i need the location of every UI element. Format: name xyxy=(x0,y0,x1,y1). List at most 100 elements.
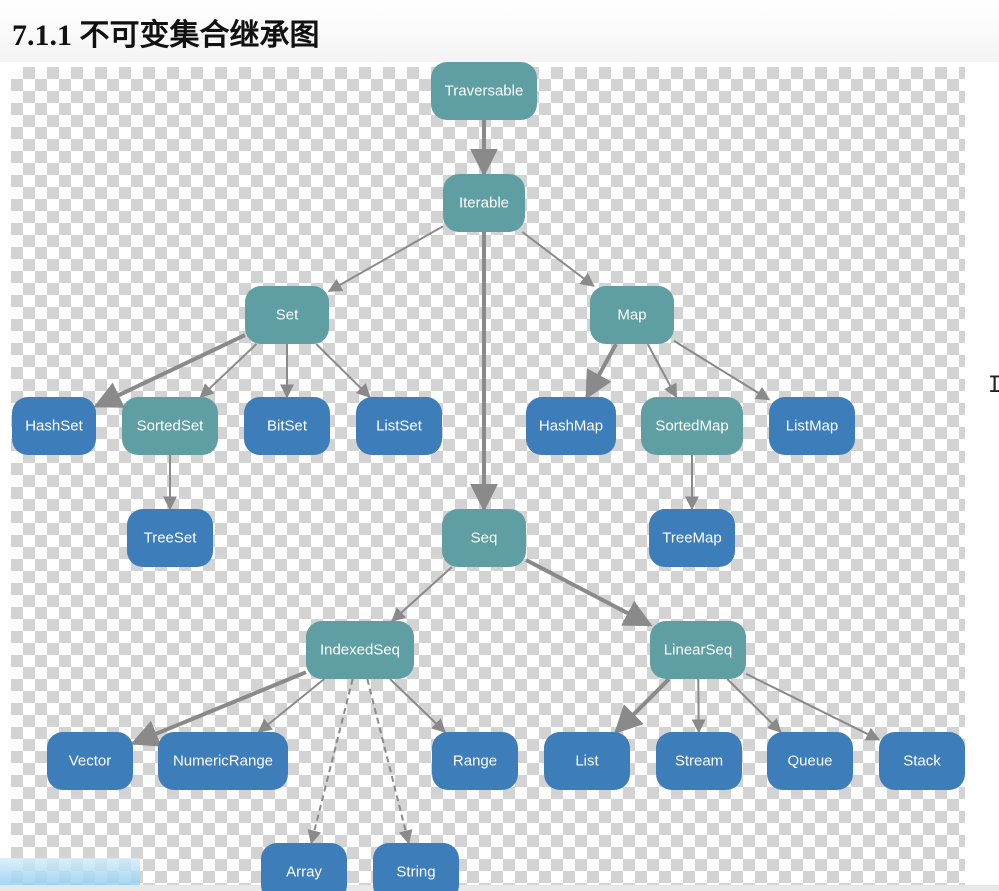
node-box-numericrange xyxy=(158,732,288,790)
node-label-list: List xyxy=(575,753,599,770)
node-box-treemap xyxy=(649,509,735,567)
node-range: Range xyxy=(432,732,518,790)
bottom-progress-bar xyxy=(0,858,140,888)
node-stack: Stack xyxy=(879,732,965,790)
edge-iterable-to-set xyxy=(327,225,444,292)
edge-indexedseq-to-string xyxy=(366,678,413,845)
node-box-treeset xyxy=(127,509,213,567)
right-margin xyxy=(965,62,999,891)
node-box-sortedset xyxy=(122,397,218,455)
node-stream: Stream xyxy=(656,732,742,790)
node-label-linearseq: LinearSeq xyxy=(664,642,732,659)
node-box-queue xyxy=(767,732,853,790)
node-label-traversable: Traversable xyxy=(445,83,524,100)
node-set: Set xyxy=(245,286,329,344)
node-sortedmap: SortedMap xyxy=(641,397,743,455)
edges-layer xyxy=(93,120,881,845)
node-label-queue: Queue xyxy=(787,753,832,770)
node-label-hashmap: HashMap xyxy=(539,418,603,435)
bottom-edge xyxy=(0,885,999,891)
node-label-listmap: ListMap xyxy=(786,418,839,435)
node-box-bitset xyxy=(244,397,330,455)
node-box-iterable xyxy=(443,174,525,232)
node-box-string xyxy=(373,843,459,891)
node-box-indexedseq xyxy=(306,621,414,679)
node-treeset: TreeSet xyxy=(127,509,213,567)
edge-map-to-listmap xyxy=(673,340,771,401)
node-box-hashset xyxy=(12,397,96,455)
node-vector: Vector xyxy=(47,732,133,790)
node-listset: ListSet xyxy=(356,397,442,455)
node-box-set xyxy=(245,286,329,344)
edge-set-to-listset xyxy=(315,343,371,398)
node-label-listset: ListSet xyxy=(376,418,423,435)
node-label-sortedmap: SortedMap xyxy=(655,418,728,435)
node-string: String xyxy=(373,843,459,891)
node-label-string: String xyxy=(396,864,435,881)
node-label-set: Set xyxy=(276,307,299,324)
edge-set-to-hashset xyxy=(93,333,246,408)
edge-indexedseq-to-numericrange xyxy=(257,678,325,733)
node-box-linearseq xyxy=(650,621,746,679)
node-box-range xyxy=(432,732,518,790)
node-box-seq xyxy=(442,509,526,567)
node-box-map xyxy=(590,286,674,344)
node-hashmap: HashMap xyxy=(526,397,616,455)
node-label-indexedseq: IndexedSeq xyxy=(320,642,400,659)
node-traversable: Traversable xyxy=(431,62,537,120)
edge-set-to-sortedset xyxy=(199,343,258,398)
edge-map-to-hashmap xyxy=(585,343,618,400)
edge-indexedseq-to-range xyxy=(389,678,446,733)
node-treemap: TreeMap xyxy=(649,509,735,567)
node-label-sortedset: SortedSet xyxy=(137,418,205,435)
header-bar: 7.1.1 不可变集合继承图 xyxy=(0,0,999,62)
node-label-treemap: TreeMap xyxy=(662,530,721,547)
node-box-listset xyxy=(356,397,442,455)
page-title: 7.1.1 不可变集合继承图 xyxy=(12,19,320,52)
edge-seq-to-indexedseq xyxy=(391,566,453,622)
edge-linearseq-to-stack xyxy=(745,672,881,741)
node-label-iterable: Iterable xyxy=(459,195,509,212)
node-queue: Queue xyxy=(767,732,853,790)
node-box-vector xyxy=(47,732,133,790)
node-box-array xyxy=(261,843,347,891)
edge-indexedseq-to-array xyxy=(307,678,354,845)
node-label-vector: Vector xyxy=(69,753,112,770)
node-label-seq: Seq xyxy=(471,530,498,547)
node-box-sortedmap xyxy=(641,397,743,455)
node-iterable: Iterable xyxy=(443,174,525,232)
node-box-stack xyxy=(879,732,965,790)
node-label-stream: Stream xyxy=(675,753,723,770)
node-listmap: ListMap xyxy=(769,397,855,455)
node-box-stream xyxy=(656,732,742,790)
edge-linearseq-to-queue xyxy=(726,678,782,733)
node-list: List xyxy=(544,732,630,790)
node-linearseq: LinearSeq xyxy=(650,621,746,679)
node-label-array: Array xyxy=(286,864,322,881)
edge-indexedseq-to-vector xyxy=(130,670,307,747)
node-label-numericrange: NumericRange xyxy=(173,753,273,770)
node-label-bitset: BitSet xyxy=(267,418,308,435)
node-map: Map xyxy=(590,286,674,344)
node-box-list xyxy=(544,732,630,790)
node-box-listmap xyxy=(769,397,855,455)
node-hashset: HashSet xyxy=(12,397,96,455)
node-label-range: Range xyxy=(453,753,497,770)
node-label-treeset: TreeSet xyxy=(144,530,198,547)
node-label-hashset: HashSet xyxy=(25,418,83,435)
edge-iterable-to-map xyxy=(521,231,595,287)
node-array: Array xyxy=(261,843,347,891)
node-bitset: BitSet xyxy=(244,397,330,455)
node-seq: Seq xyxy=(442,509,526,567)
edge-map-to-sortedmap xyxy=(646,343,678,399)
node-box-traversable xyxy=(431,62,537,120)
node-numericrange: NumericRange xyxy=(158,732,288,790)
node-label-stack: Stack xyxy=(903,753,941,770)
edge-linearseq-to-list xyxy=(614,677,671,734)
node-label-map: Map xyxy=(617,307,646,324)
edge-seq-to-linearseq xyxy=(525,558,653,627)
node-box-hashmap xyxy=(526,397,616,455)
node-sortedset: SortedSet xyxy=(122,397,218,455)
